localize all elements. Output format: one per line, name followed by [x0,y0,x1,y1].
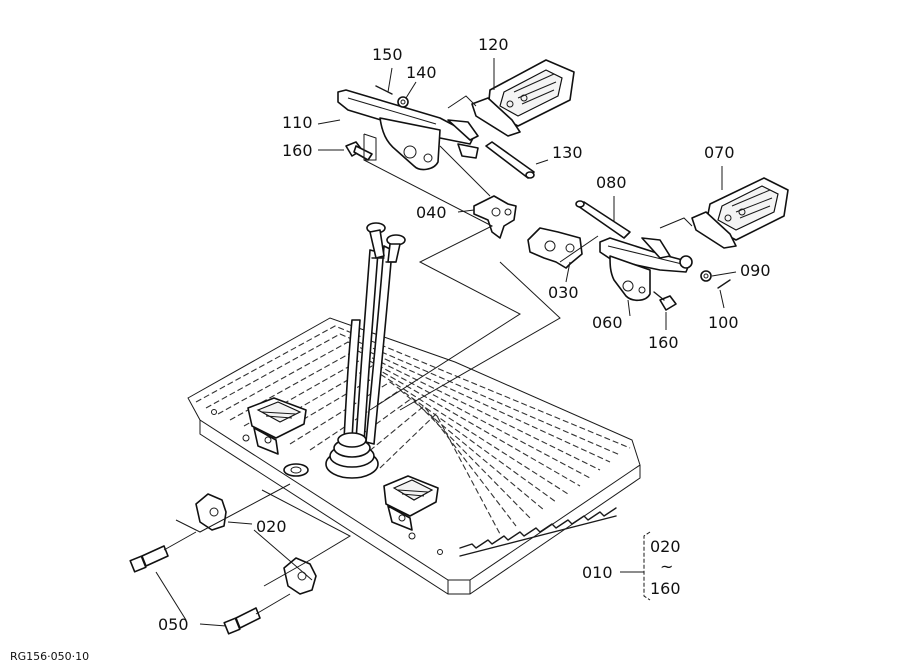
washer-140 [397,96,409,108]
control-levers [325,222,406,479]
label-030: 030 [548,283,579,302]
label-010: 010 [582,563,613,582]
bracket-040 [473,195,517,239]
floor-bracket-center [283,463,309,477]
label-range-tilde: ~ [660,557,673,576]
label-150: 150 [372,45,403,64]
bolt-160-top [345,141,373,161]
label-090: 090 [740,261,771,280]
pedal-arm-110 [337,89,479,171]
label-020: 020 [256,517,287,536]
label-070: 070 [704,143,735,162]
pedal-pad-120 [471,59,575,137]
label-110: 110 [282,113,313,132]
label-160-right: 160 [648,333,679,352]
bracket-030 [527,227,583,269]
bracket-020-upper [195,493,227,531]
washer-090 [700,270,712,282]
bolt-050-lower [223,607,261,635]
label-100: 100 [708,313,739,332]
callout-labels: 150 140 120 110 160 130 070 080 040 090 … [10,35,771,663]
pedal-arm-060 [599,237,693,302]
pin-130 [485,141,535,179]
pin-100 [717,279,731,289]
label-140: 140 [406,63,437,82]
label-130: 130 [552,143,583,162]
pin-080 [575,200,631,239]
floor-plate [187,317,641,595]
label-range-end: 160 [650,579,681,598]
label-040: 040 [416,203,447,222]
label-120: 120 [478,35,509,54]
label-range-start: 020 [650,537,681,556]
pedal-pad-070 [691,177,789,249]
pin-150 [375,85,393,95]
bolt-050-upper [129,545,169,573]
bracket-020-lower [283,557,317,595]
floor-pedal-right [383,475,439,531]
bolt-160-right [653,291,677,311]
label-060: 060 [592,313,623,332]
label-160-top: 160 [282,141,313,160]
reference-code: RG156·050·10 [10,650,89,663]
label-080: 080 [596,173,627,192]
label-050: 050 [158,615,189,634]
floor-pedal-left [247,397,307,455]
leader-lines [155,58,737,627]
